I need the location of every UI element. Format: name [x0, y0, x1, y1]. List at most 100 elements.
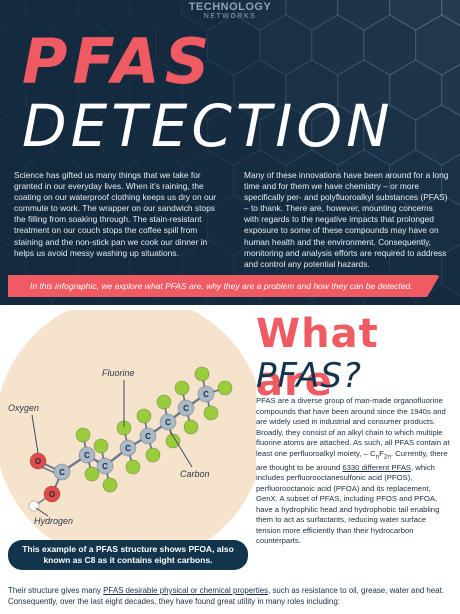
- hexagon-cell: [0, 104, 53, 166]
- fluorine-atom: [136, 408, 152, 424]
- hexagon-cell: [233, 0, 287, 31]
- hexagon-cell: [415, 14, 460, 76]
- carbon-atom-letter: C: [145, 432, 151, 441]
- hexagon-cell: [25, 0, 79, 31]
- hexagon-cell: [441, 243, 460, 297]
- pfas-description: PFAS are a diverse group of man-made org…: [256, 396, 452, 547]
- hexagon-cell: [389, 0, 443, 31]
- hexagon-cell: [337, 59, 391, 121]
- header-section: TECHNOLOGY NETWORKS PFAS DETECTION Scien…: [0, 0, 460, 305]
- oxygen-label: Oxygen: [8, 403, 39, 413]
- hexagon-cell: [441, 63, 460, 117]
- hexagon-cell: [337, 149, 391, 211]
- hexagon-cell: [51, 104, 105, 166]
- hexagon-cell: [337, 0, 391, 31]
- fluorine-atom: [156, 394, 172, 410]
- hexagon-cell: [51, 14, 105, 76]
- hexagon-cell: [285, 59, 339, 121]
- intro-paragraph-right: Many of these innovations have been arou…: [244, 170, 449, 269]
- description-text-f: F: [379, 448, 384, 458]
- hexagon-cell: [415, 284, 460, 305]
- bond: [169, 430, 193, 468]
- hexagon-cell: [207, 104, 261, 166]
- hexagon-cell: [51, 194, 105, 256]
- fluorine-atom: [217, 380, 233, 396]
- hexagon-cell: [389, 149, 443, 211]
- bond: [35, 507, 49, 517]
- hexagon-cell: [233, 59, 287, 121]
- hexagon-cell: [259, 14, 313, 76]
- carbon-atom: [159, 413, 177, 431]
- intro-paragraph-left: Science has gifted us many things that w…: [14, 170, 217, 258]
- carbon-atom-letter: C: [84, 451, 90, 460]
- oxygen-atom-single: [43, 485, 61, 503]
- hexagon-cell: [103, 194, 157, 256]
- hexagon-cell: [311, 104, 365, 166]
- hexagon-cell: [0, 149, 27, 211]
- hexagon-cell: [181, 59, 235, 121]
- hexagon-cell: [77, 0, 131, 31]
- carbon-label: Carbon: [180, 469, 210, 479]
- intro-banner: In this infographic, we explore what PFA…: [8, 275, 440, 297]
- fluorine-atom: [75, 427, 91, 443]
- hexagon-cell: [233, 149, 287, 211]
- section-heading-pfas: PFAS?: [256, 356, 362, 396]
- hexagon-cell: [285, 149, 339, 211]
- properties-text-2: , such as resistance to oil, grease, wat…: [8, 586, 444, 606]
- carbon-atom-letter: C: [203, 390, 209, 399]
- carbon-atom-letter: C: [59, 468, 65, 477]
- carbon-atom-letter: C: [102, 462, 108, 471]
- description-text-2: . Currently, there are thought to be aro…: [256, 448, 448, 472]
- fluorine-atom: [93, 438, 109, 454]
- fluorine-atom: [102, 477, 118, 493]
- hexagon-cell: [0, 194, 53, 256]
- oxygen-atom-single-letter: O: [49, 490, 55, 499]
- page-title-detection: DETECTION: [22, 92, 394, 160]
- hexagon-cell: [129, 149, 183, 211]
- pfas-count-link[interactable]: 6330 different PFAS: [342, 462, 412, 472]
- hexagon-cell: [259, 104, 313, 166]
- hexagon-cell: [259, 194, 313, 256]
- hexagon-cell: [363, 104, 417, 166]
- pfas-properties-link[interactable]: PFAS desirable physical or chemical prop…: [103, 586, 269, 595]
- hexagon-cell: [155, 14, 209, 76]
- properties-paragraph: Their structure gives many PFAS desirabl…: [8, 586, 454, 607]
- brand-line2: NETWORKS: [203, 13, 257, 20]
- fluorine-atom: [174, 380, 190, 396]
- hexagon-cell: [181, 149, 235, 211]
- hexagon-cell: [77, 149, 131, 211]
- hexagon-cell: [285, 0, 339, 31]
- carbon-atom-letter: C: [125, 444, 131, 453]
- description-text-1: PFAS are a diverse group of man-made org…: [256, 396, 450, 458]
- brand-logo: TECHNOLOGY NETWORKS: [0, 2, 460, 22]
- properties-text-1: Their structure gives many: [8, 586, 104, 595]
- fluorine-atom: [203, 405, 219, 421]
- hexagon-cell: [103, 104, 157, 166]
- molecule-caption: This example of a PFAS structure shows P…: [8, 540, 248, 570]
- hexagon-cell: [25, 59, 79, 121]
- hexagon-cell: [0, 0, 27, 31]
- carbon-atom: [177, 399, 195, 417]
- carbon-atom-letter: C: [165, 418, 171, 427]
- hexagon-cell: [441, 0, 460, 27]
- hexagon-cell: [363, 14, 417, 76]
- bond: [31, 414, 39, 454]
- hexagon-cell: [415, 194, 460, 256]
- fluorine-atom: [194, 366, 210, 382]
- label-pointers: [31, 380, 193, 517]
- hexagon-cell: [155, 104, 209, 166]
- hexagon-cell: [181, 0, 235, 31]
- carbon-atom-letter: C: [183, 404, 189, 413]
- carbon-atom: [53, 463, 71, 481]
- subscript-2n: 2n: [383, 453, 391, 461]
- description-text-3: , which includes perfluorooctanesulfonic…: [256, 462, 440, 546]
- fluorine-label: Fluorine: [102, 368, 135, 378]
- hexagon-cell: [311, 14, 365, 76]
- hexagon-cell: [155, 194, 209, 256]
- fluorine-atom: [125, 459, 141, 475]
- hexagon-cell: [129, 59, 183, 121]
- hexagon-cell: [103, 14, 157, 76]
- hexagon-cell: [389, 59, 443, 121]
